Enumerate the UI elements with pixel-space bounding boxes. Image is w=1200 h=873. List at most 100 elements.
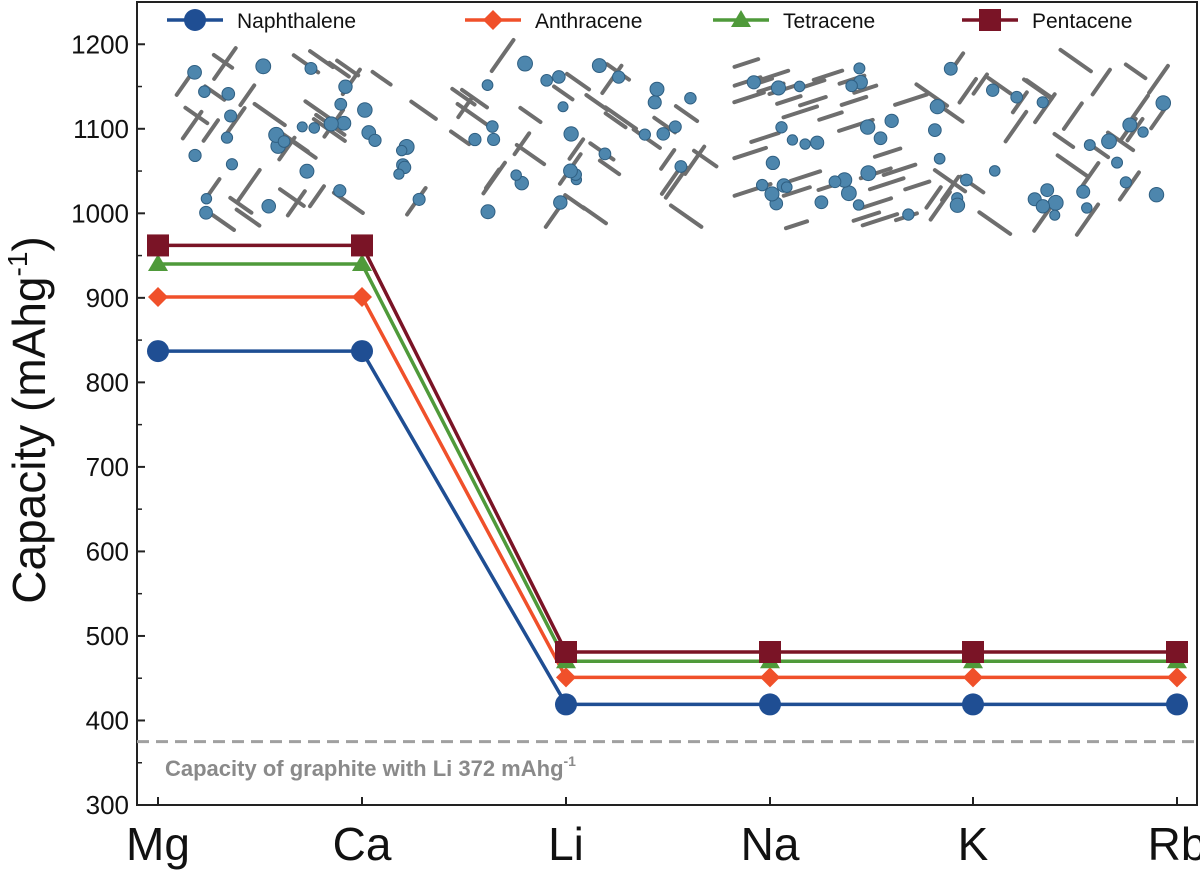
series-group bbox=[147, 234, 1188, 716]
data-point bbox=[351, 234, 373, 257]
metal-ion bbox=[563, 126, 579, 142]
molecule-stick bbox=[903, 179, 932, 192]
molecule-stick bbox=[201, 118, 220, 143]
metal-ion bbox=[357, 102, 373, 118]
metal-ion bbox=[187, 64, 202, 80]
legend-label: Naphthalene bbox=[237, 10, 356, 33]
legend-marker bbox=[184, 9, 206, 31]
molecule-stick bbox=[1003, 109, 1029, 144]
metal-ion bbox=[873, 131, 888, 146]
data-point bbox=[147, 340, 169, 363]
y-tick-label: 400 bbox=[86, 705, 129, 735]
data-point bbox=[1167, 667, 1187, 688]
molecule-stick bbox=[211, 52, 235, 70]
molecule-stick bbox=[977, 210, 1013, 236]
molecule-stick bbox=[307, 184, 326, 209]
metal-ion bbox=[412, 192, 426, 206]
molecule-stick bbox=[514, 142, 547, 167]
legend-item-pentacene: Pentacene bbox=[962, 9, 1132, 33]
molecule-stick bbox=[957, 76, 978, 105]
metal-ion bbox=[928, 123, 942, 137]
molecule-stick bbox=[732, 57, 761, 69]
series-naphthalene bbox=[147, 340, 1188, 716]
metal-ion bbox=[852, 199, 865, 211]
data-point bbox=[556, 667, 576, 688]
metal-ion bbox=[225, 158, 239, 171]
molecule-stick bbox=[756, 68, 791, 83]
metal-ion bbox=[949, 197, 966, 213]
metal-ion bbox=[334, 97, 348, 111]
molecule-stick bbox=[1128, 93, 1150, 123]
metal-ion bbox=[393, 168, 405, 180]
legend-label: Anthracene bbox=[535, 10, 642, 33]
metal-ion bbox=[1081, 202, 1093, 214]
molecule-stick bbox=[252, 101, 287, 128]
molecule-stick bbox=[183, 105, 210, 126]
metal-ion bbox=[1111, 156, 1124, 169]
molecule-stick bbox=[881, 162, 918, 177]
metal-ion bbox=[486, 120, 499, 133]
molecule-stick bbox=[563, 193, 587, 211]
molecule-stick bbox=[858, 196, 894, 211]
molecule-stick bbox=[817, 110, 844, 122]
naphthalene-structure-inset bbox=[174, 46, 438, 232]
metal-ion bbox=[828, 175, 842, 189]
metal-ion bbox=[1101, 133, 1117, 150]
legend-label: Pentacene bbox=[1032, 10, 1132, 33]
metal-ion bbox=[1083, 139, 1096, 152]
x-tick-label: Li bbox=[548, 818, 584, 870]
metal-ion bbox=[221, 86, 236, 101]
data-point bbox=[352, 286, 372, 307]
molecule-stick bbox=[409, 99, 438, 121]
legend-marker bbox=[979, 9, 1001, 31]
molecule-stick bbox=[659, 166, 682, 196]
molecule-stick bbox=[798, 95, 828, 108]
metal-ion bbox=[668, 120, 682, 134]
data-point bbox=[148, 286, 168, 307]
molecule-stick bbox=[1055, 153, 1090, 179]
molecule-stick bbox=[692, 148, 719, 169]
metal-ion bbox=[638, 128, 651, 141]
molecule-stick bbox=[481, 160, 507, 196]
metal-ion bbox=[647, 95, 662, 110]
y-tick-label: 1000 bbox=[71, 198, 129, 228]
metal-ion bbox=[786, 134, 799, 146]
metal-ion bbox=[1010, 90, 1024, 104]
metal-ion bbox=[552, 70, 566, 84]
data-point bbox=[1166, 641, 1188, 664]
molecule-stick bbox=[518, 105, 543, 124]
metal-ion bbox=[517, 55, 533, 72]
y-axis-title: Capacity (mAhg-1) bbox=[2, 236, 55, 603]
molecule-stick bbox=[370, 69, 393, 87]
data-point bbox=[962, 693, 984, 716]
molecule-stick bbox=[1061, 101, 1084, 131]
molecule-stick bbox=[1052, 131, 1076, 150]
molecule-stick bbox=[986, 76, 1013, 96]
y-tick-label: 700 bbox=[86, 452, 129, 482]
metal-ion bbox=[770, 80, 787, 96]
molecule-stick bbox=[749, 130, 781, 144]
metal-ion bbox=[304, 61, 318, 75]
metal-ion bbox=[200, 192, 213, 205]
data-point bbox=[962, 641, 984, 664]
molecule-stick bbox=[872, 146, 903, 159]
molecule-stick bbox=[489, 37, 516, 74]
reference-line-group: Capacity of graphite with Li 372 mAhg-1 bbox=[137, 740, 1197, 781]
metal-ion bbox=[220, 131, 234, 144]
metal-ion bbox=[563, 163, 578, 179]
molecule-stick bbox=[683, 144, 707, 176]
series-anthracene bbox=[148, 286, 1187, 688]
molecule-stick bbox=[811, 68, 845, 82]
tetracene-structure-inset bbox=[732, 57, 932, 231]
metal-ion bbox=[395, 144, 408, 157]
molecule-stick bbox=[285, 189, 307, 218]
molecule-stick bbox=[668, 203, 704, 229]
metal-ion bbox=[468, 132, 482, 147]
data-point bbox=[555, 693, 577, 716]
metal-ion bbox=[884, 113, 899, 129]
series-tetracene bbox=[148, 254, 1187, 669]
metal-ion bbox=[1119, 176, 1132, 189]
data-point bbox=[147, 234, 169, 257]
metal-ion bbox=[814, 195, 829, 210]
plot-frame bbox=[136, 1, 1198, 806]
